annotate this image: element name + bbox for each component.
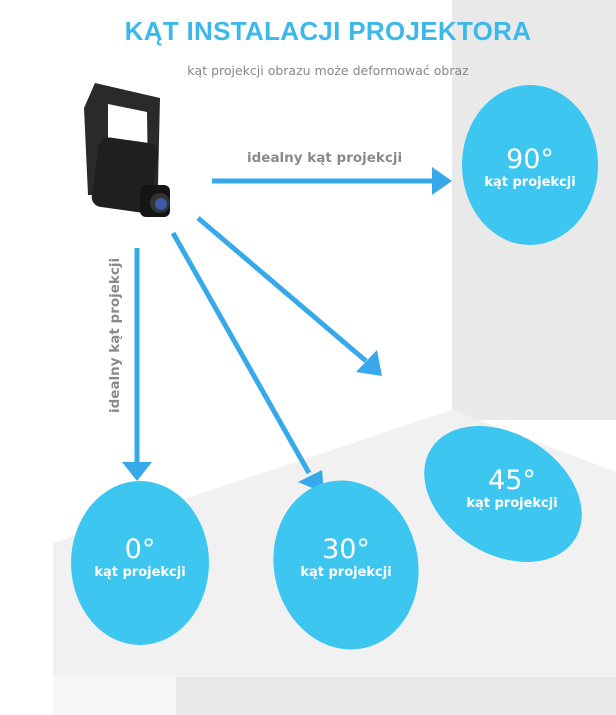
badge-0-shape <box>71 481 209 645</box>
projector-icon <box>84 83 170 217</box>
arrow-90 <box>212 167 452 195</box>
badge-30-shape <box>273 480 419 650</box>
arrow-0 <box>122 248 152 481</box>
badge-angle: 45° <box>488 465 536 496</box>
badge-label: kąt projekcji <box>94 565 186 580</box>
badge-90: 90° kąt projekcji <box>462 144 598 191</box>
floor-strip <box>176 677 616 715</box>
badge-label: kąt projekcji <box>300 565 392 580</box>
arrow-30 <box>170 231 324 493</box>
badge-45-shape <box>424 426 582 562</box>
badge-90-shape <box>462 85 598 245</box>
vertical-arrow-label: idealny kąt projekcji <box>107 257 123 413</box>
badge-angle: 90° <box>506 144 554 175</box>
subtitle: kąt projekcji obrazu może deformować obr… <box>187 63 469 78</box>
badge-0: 0° kąt projekcji <box>71 534 209 581</box>
badge-45: 45° kąt projekcji <box>444 465 580 512</box>
badge-angle: 30° <box>322 534 370 565</box>
page-title: KĄT INSTALACJI PROJEKTORA <box>124 16 532 46</box>
horizontal-arrow-label: idealny kąt projekcji <box>247 150 403 166</box>
badge-label: kąt projekcji <box>484 175 576 190</box>
badge-label: kąt projekcji <box>466 496 558 511</box>
badge-30: 30° kąt projekcji <box>276 534 416 581</box>
badge-angle: 0° <box>124 534 156 565</box>
floor-patch <box>53 677 176 715</box>
arrow-45 <box>196 216 382 376</box>
